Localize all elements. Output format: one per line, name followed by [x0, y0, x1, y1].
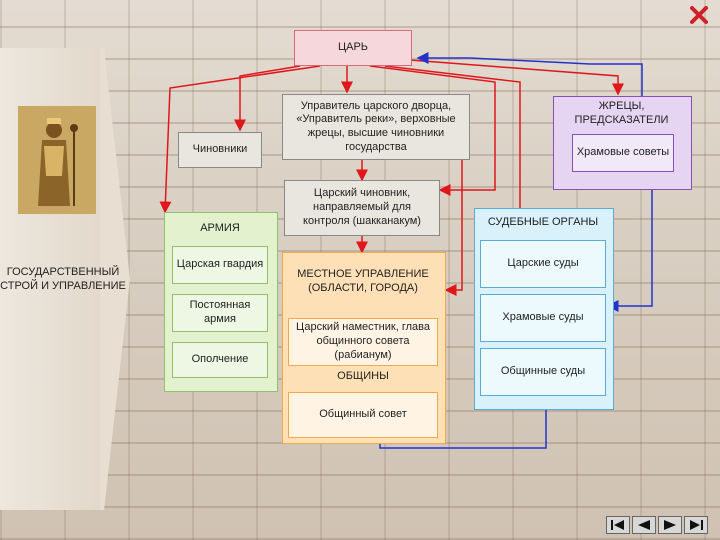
palace-manager-box: Управитель царского дворца, «Управитель … — [282, 94, 470, 160]
community-courts-box: Общинные суды — [480, 348, 606, 396]
army-title: АРМИЯ — [200, 222, 240, 234]
next-icon[interactable] — [658, 516, 682, 534]
community-council-box: Общинный совет — [288, 392, 438, 438]
temple-councils-box: Храмовые советы — [572, 134, 674, 172]
local-gov-title: МЕСТНОЕ УПРАВЛЕНИЕ (ОБЛАСТИ, ГОРОДА) — [297, 268, 429, 294]
side-title: ГОСУДАРСТВЕННЫЙ СТРОЙ И УПРАВЛЕНИЕ — [0, 266, 126, 292]
militia-box: Ополчение — [172, 342, 268, 378]
courts-title: СУДЕБНЫЕ ОРГАНЫ — [487, 216, 599, 228]
standing-army-box: Постоянная армия — [172, 294, 268, 332]
prev-icon[interactable] — [632, 516, 656, 534]
temple-courts-box: Храмовые суды — [480, 294, 606, 342]
first-icon[interactable] — [606, 516, 630, 534]
last-icon[interactable] — [684, 516, 708, 534]
shakkanakum-box: Царский чиновник, направляемый для контр… — [284, 180, 440, 236]
royal-guard-box: Царская гвардия — [172, 246, 268, 284]
side-arrow — [100, 48, 130, 510]
officials-box: Чиновники — [178, 132, 262, 168]
close-icon[interactable] — [688, 4, 710, 26]
communities-title: ОБЩИНЫ — [337, 370, 389, 382]
tsar-box: ЦАРЬ — [294, 30, 412, 66]
priests-title: ЖРЕЦЫ, ПРЕДСКАЗАТЕЛИ — [574, 100, 669, 126]
king-image — [18, 106, 96, 214]
royal-courts-box: Царские суды — [480, 240, 606, 288]
governor-box: Царский наместник, глава общинного совет… — [288, 318, 438, 366]
